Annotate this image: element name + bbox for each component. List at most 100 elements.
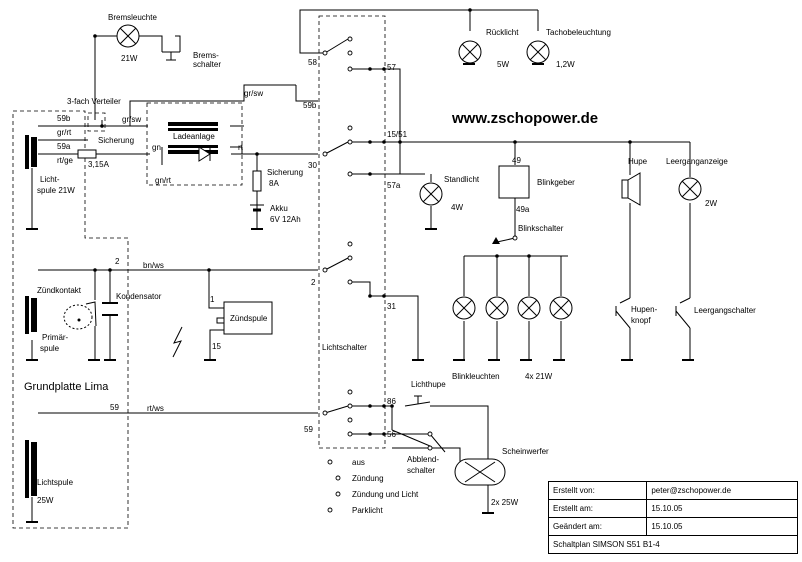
info-label: Erstellt am: xyxy=(547,499,648,518)
wire-color-label: gn/rt xyxy=(155,176,172,185)
blinkleuchte-lamp-icon xyxy=(517,296,541,320)
junction-dots xyxy=(93,8,632,436)
label-lichtspule-top-1: Licht- xyxy=(40,175,60,184)
terminal-label: 57a xyxy=(387,181,401,190)
hupe-horn-icon xyxy=(621,172,641,206)
terminal-label: 15/51 xyxy=(387,130,408,139)
terminal-label: 59a xyxy=(57,142,71,151)
label-tacho: Tachobeleuchtung xyxy=(546,28,611,37)
label-blinkschalter: Blinkschalter xyxy=(518,224,564,233)
sicherung-small-fuse xyxy=(77,149,97,159)
terminal-label: 57 xyxy=(387,63,396,72)
terminal-label: 1 xyxy=(210,295,215,304)
wire-color-label: gr/sw xyxy=(244,89,263,98)
terminal-label: 30 xyxy=(308,161,317,170)
label-zuendkontakt: Zündkontakt xyxy=(37,286,82,295)
legend-aus: aus xyxy=(352,458,365,467)
abblendschalter-switch xyxy=(391,429,433,451)
label-grundplatte: Grundplatte Lima xyxy=(24,381,109,393)
wiring xyxy=(31,9,691,522)
standlicht-lamp-icon xyxy=(419,182,443,206)
info-row: Schaltplan SIMSON S51 B1-4 xyxy=(548,535,798,554)
spark-icon xyxy=(172,326,183,358)
label-bremsleuchte-power: 21W xyxy=(121,54,138,63)
label-lichthupe: Lichthupe xyxy=(411,380,446,389)
kondensator-icon xyxy=(102,302,118,316)
terminal-label: 2 xyxy=(311,278,316,287)
label-bremsschalter-2: schalter xyxy=(193,60,221,69)
label-leerganganzeige-power: 2W xyxy=(705,199,717,208)
blinkleuchte-lamp-icon xyxy=(549,296,573,320)
label-blinkgeber: Blinkgeber xyxy=(537,178,575,187)
label-abblend-1: Abblend- xyxy=(407,455,439,464)
ladeanlage-coil xyxy=(168,122,218,154)
info-value: 15.10.05 xyxy=(646,499,798,518)
label-akku: Akku xyxy=(270,204,288,213)
label-standlicht: Standlicht xyxy=(444,175,480,184)
hupenknopf-switch xyxy=(615,297,631,329)
label-akku-val: 6V 12Ah xyxy=(270,215,301,224)
label-blinkleuchten-power: 4x 21W xyxy=(525,372,553,381)
primaerspule xyxy=(25,296,37,334)
label-ladeanlage: Ladeanlage xyxy=(173,132,215,141)
label-bremsschalter-1: Brems- xyxy=(193,51,219,60)
label-hupenknopf-1: Hupen- xyxy=(631,305,658,314)
label-scheinwerfer-power: 2x 25W xyxy=(491,498,519,507)
info-title: Schaltplan SIMSON S51 B1-4 xyxy=(548,535,798,554)
info-label: Geändert am: xyxy=(547,517,648,536)
blinkschalter-icon xyxy=(492,235,518,244)
label-sicherung-small-val: 3,15A xyxy=(88,160,110,169)
wire-color-label: gr/rt xyxy=(57,128,72,137)
sicherung-main-fuse xyxy=(252,170,262,192)
wire-color-label: rt/ge xyxy=(57,156,74,165)
leerganganzeige-lamp-icon xyxy=(678,177,702,201)
info-row: Erstellt von: peter@zschopower.de xyxy=(547,481,798,500)
lichtspule-top xyxy=(25,135,37,169)
label-hupenknopf-2: knopf xyxy=(631,316,651,325)
blinkleuchte-lamp-icon xyxy=(452,296,476,320)
legend-zuendung-licht: Zündung und Licht xyxy=(352,490,419,499)
label-hupe: Hupe xyxy=(628,157,648,166)
info-value: 15.10.05 xyxy=(646,517,798,536)
diode-icon xyxy=(198,146,211,162)
label-lichtspule-top-2: spule 21W xyxy=(37,186,75,195)
label-bremsleuchte: Bremsleuchte xyxy=(108,13,157,22)
label-sicherung-main: Sicherung xyxy=(267,168,303,177)
lichtspule-bottom xyxy=(25,440,37,498)
terminal-label: 86 xyxy=(387,397,396,406)
label-sicherung-main-val: 8A xyxy=(269,179,279,188)
website-title: www.zschopower.de xyxy=(451,110,598,127)
wire-color-label: rt xyxy=(238,143,244,152)
bremsschalter-switch xyxy=(162,51,180,61)
leergangschalter-switch xyxy=(675,297,691,329)
info-label: Erstellt von: xyxy=(547,481,648,500)
label-lichtspule-bottom-power: 25W xyxy=(37,496,54,505)
label-ruecklicht: Rücklicht xyxy=(486,28,519,37)
terminal-label: 49 xyxy=(512,156,521,165)
terminal-label: 59b xyxy=(57,114,71,123)
legend-parklicht: Parklicht xyxy=(352,506,383,515)
lichtschalter-enclosure xyxy=(318,15,386,449)
label-scheinwerfer: Scheinwerfer xyxy=(502,447,549,456)
verteiler-box xyxy=(87,112,106,132)
wire-color-label: rt/ws xyxy=(147,404,164,413)
label-leerganganzeige: Leerganganzeige xyxy=(666,157,728,166)
zuendkontakt-cam-icon xyxy=(63,301,97,330)
info-row: Erstellt am: 15.10.05 xyxy=(547,499,798,518)
wire-color-label: gn xyxy=(152,143,161,152)
lichtschalter-legend-markers xyxy=(327,459,341,513)
bremsleuchte-lamp-icon xyxy=(116,24,140,48)
label-sicherung-small: Sicherung xyxy=(98,136,134,145)
ladeanlage-enclosure xyxy=(146,102,243,186)
ruecklicht-lamp-icon xyxy=(458,40,482,64)
terminal-label: 56 xyxy=(387,430,396,439)
blinkleuchte-lamp-icon xyxy=(485,296,509,320)
info-row: Geändert am: 15.10.05 xyxy=(547,517,798,536)
terminal-label: 49a xyxy=(516,205,530,214)
label-leergangschalter: Leergangschalter xyxy=(694,306,756,315)
label-ruecklicht-power: 5W xyxy=(497,60,509,69)
label-zuendspule: Zündspule xyxy=(230,314,268,323)
akku-battery-icon xyxy=(250,204,264,212)
legend-zuendung: Zündung xyxy=(352,474,384,483)
scheinwerfer-lamp-icon xyxy=(454,458,506,486)
